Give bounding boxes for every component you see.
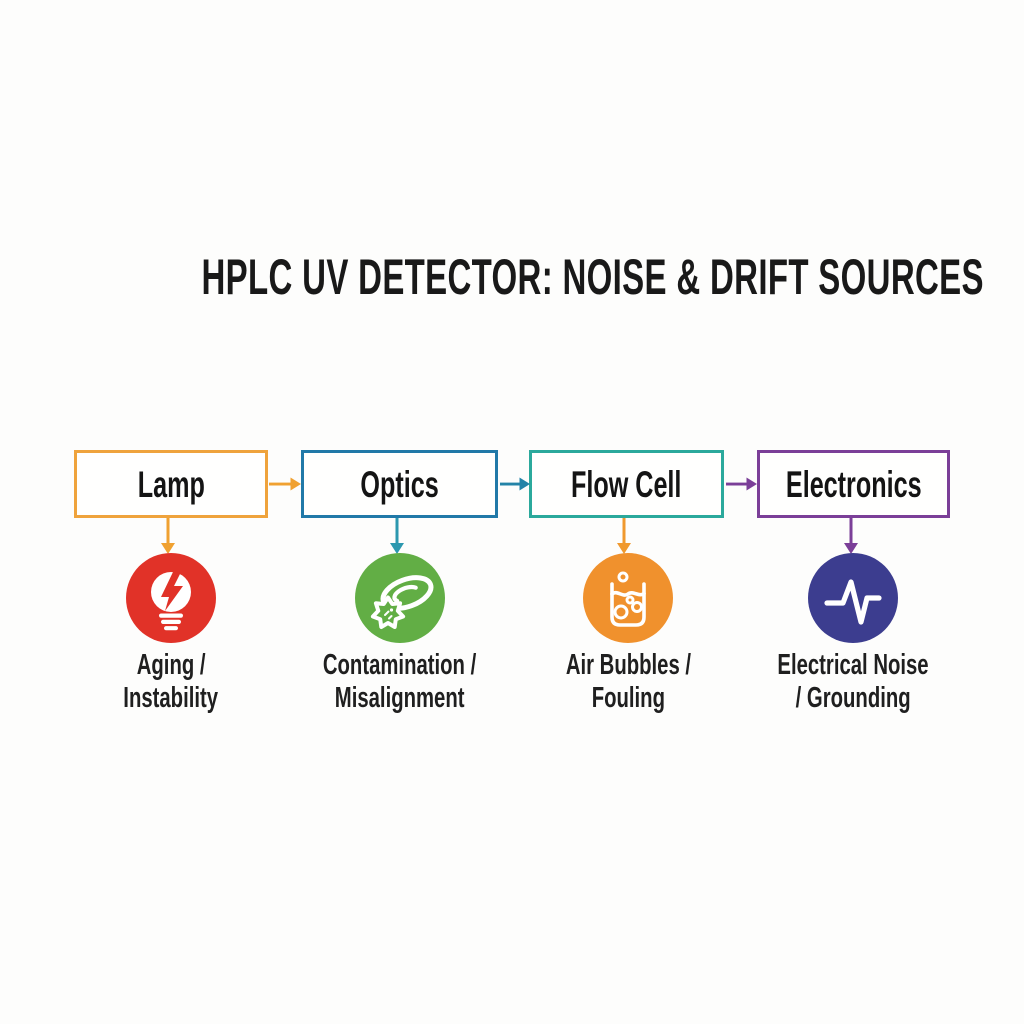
down-arrow-electronics-icon	[844, 518, 858, 554]
node-box-optics: Optics	[301, 450, 498, 518]
caption-electronics-line2: / Grounding	[795, 682, 911, 714]
caption-electronics-line1: Electrical Noise	[777, 649, 929, 681]
caption-optics-line1: Contamination /	[323, 649, 477, 681]
caption-optics-line2: Misalignment	[335, 682, 465, 714]
down-arrow-flow-cell-icon	[617, 518, 631, 554]
node-label-lamp: Lamp	[137, 463, 205, 505]
caption-lamp-line1: Aging /	[136, 649, 206, 681]
caption-flow-cell-line1: Air Bubbles /	[565, 649, 691, 681]
arrow-optics-to-flow-cell-icon	[500, 477, 530, 491]
caption-flow-cell: Air Bubbles / Fouling	[478, 649, 778, 715]
caption-optics: Contamination / Misalignment	[250, 649, 550, 715]
bulb-lightning-icon	[126, 553, 216, 643]
bubbles-vessel-icon	[583, 553, 673, 643]
node-box-electronics: Electronics	[757, 450, 950, 518]
caption-electronics: Electrical Noise / Grounding	[703, 649, 1003, 715]
caption-flow-cell-line2: Fouling	[591, 682, 665, 714]
caption-lamp-line2: Instability	[123, 682, 219, 714]
node-label-optics: Optics	[360, 463, 439, 505]
lens-contamination-icon	[355, 553, 445, 643]
node-label-flow-cell: Flow Cell	[571, 463, 682, 505]
noise-waveform-icon	[808, 553, 898, 643]
arrow-lamp-to-optics-icon	[269, 477, 301, 491]
caption-lamp: Aging / Instability	[21, 649, 321, 715]
node-box-flow-cell: Flow Cell	[529, 450, 724, 518]
down-arrow-optics-icon	[390, 518, 404, 554]
title-row: HPLC UV DETECTOR: NOISE & DRIFT SOURCES	[0, 252, 1024, 302]
node-box-lamp: Lamp	[74, 450, 268, 518]
diagram-title: HPLC UV DETECTOR: NOISE & DRIFT SOURCES	[201, 249, 984, 305]
down-arrow-lamp-icon	[161, 518, 175, 554]
node-label-electronics: Electronics	[785, 463, 922, 505]
arrow-flow-cell-to-electronics-icon	[726, 477, 757, 491]
